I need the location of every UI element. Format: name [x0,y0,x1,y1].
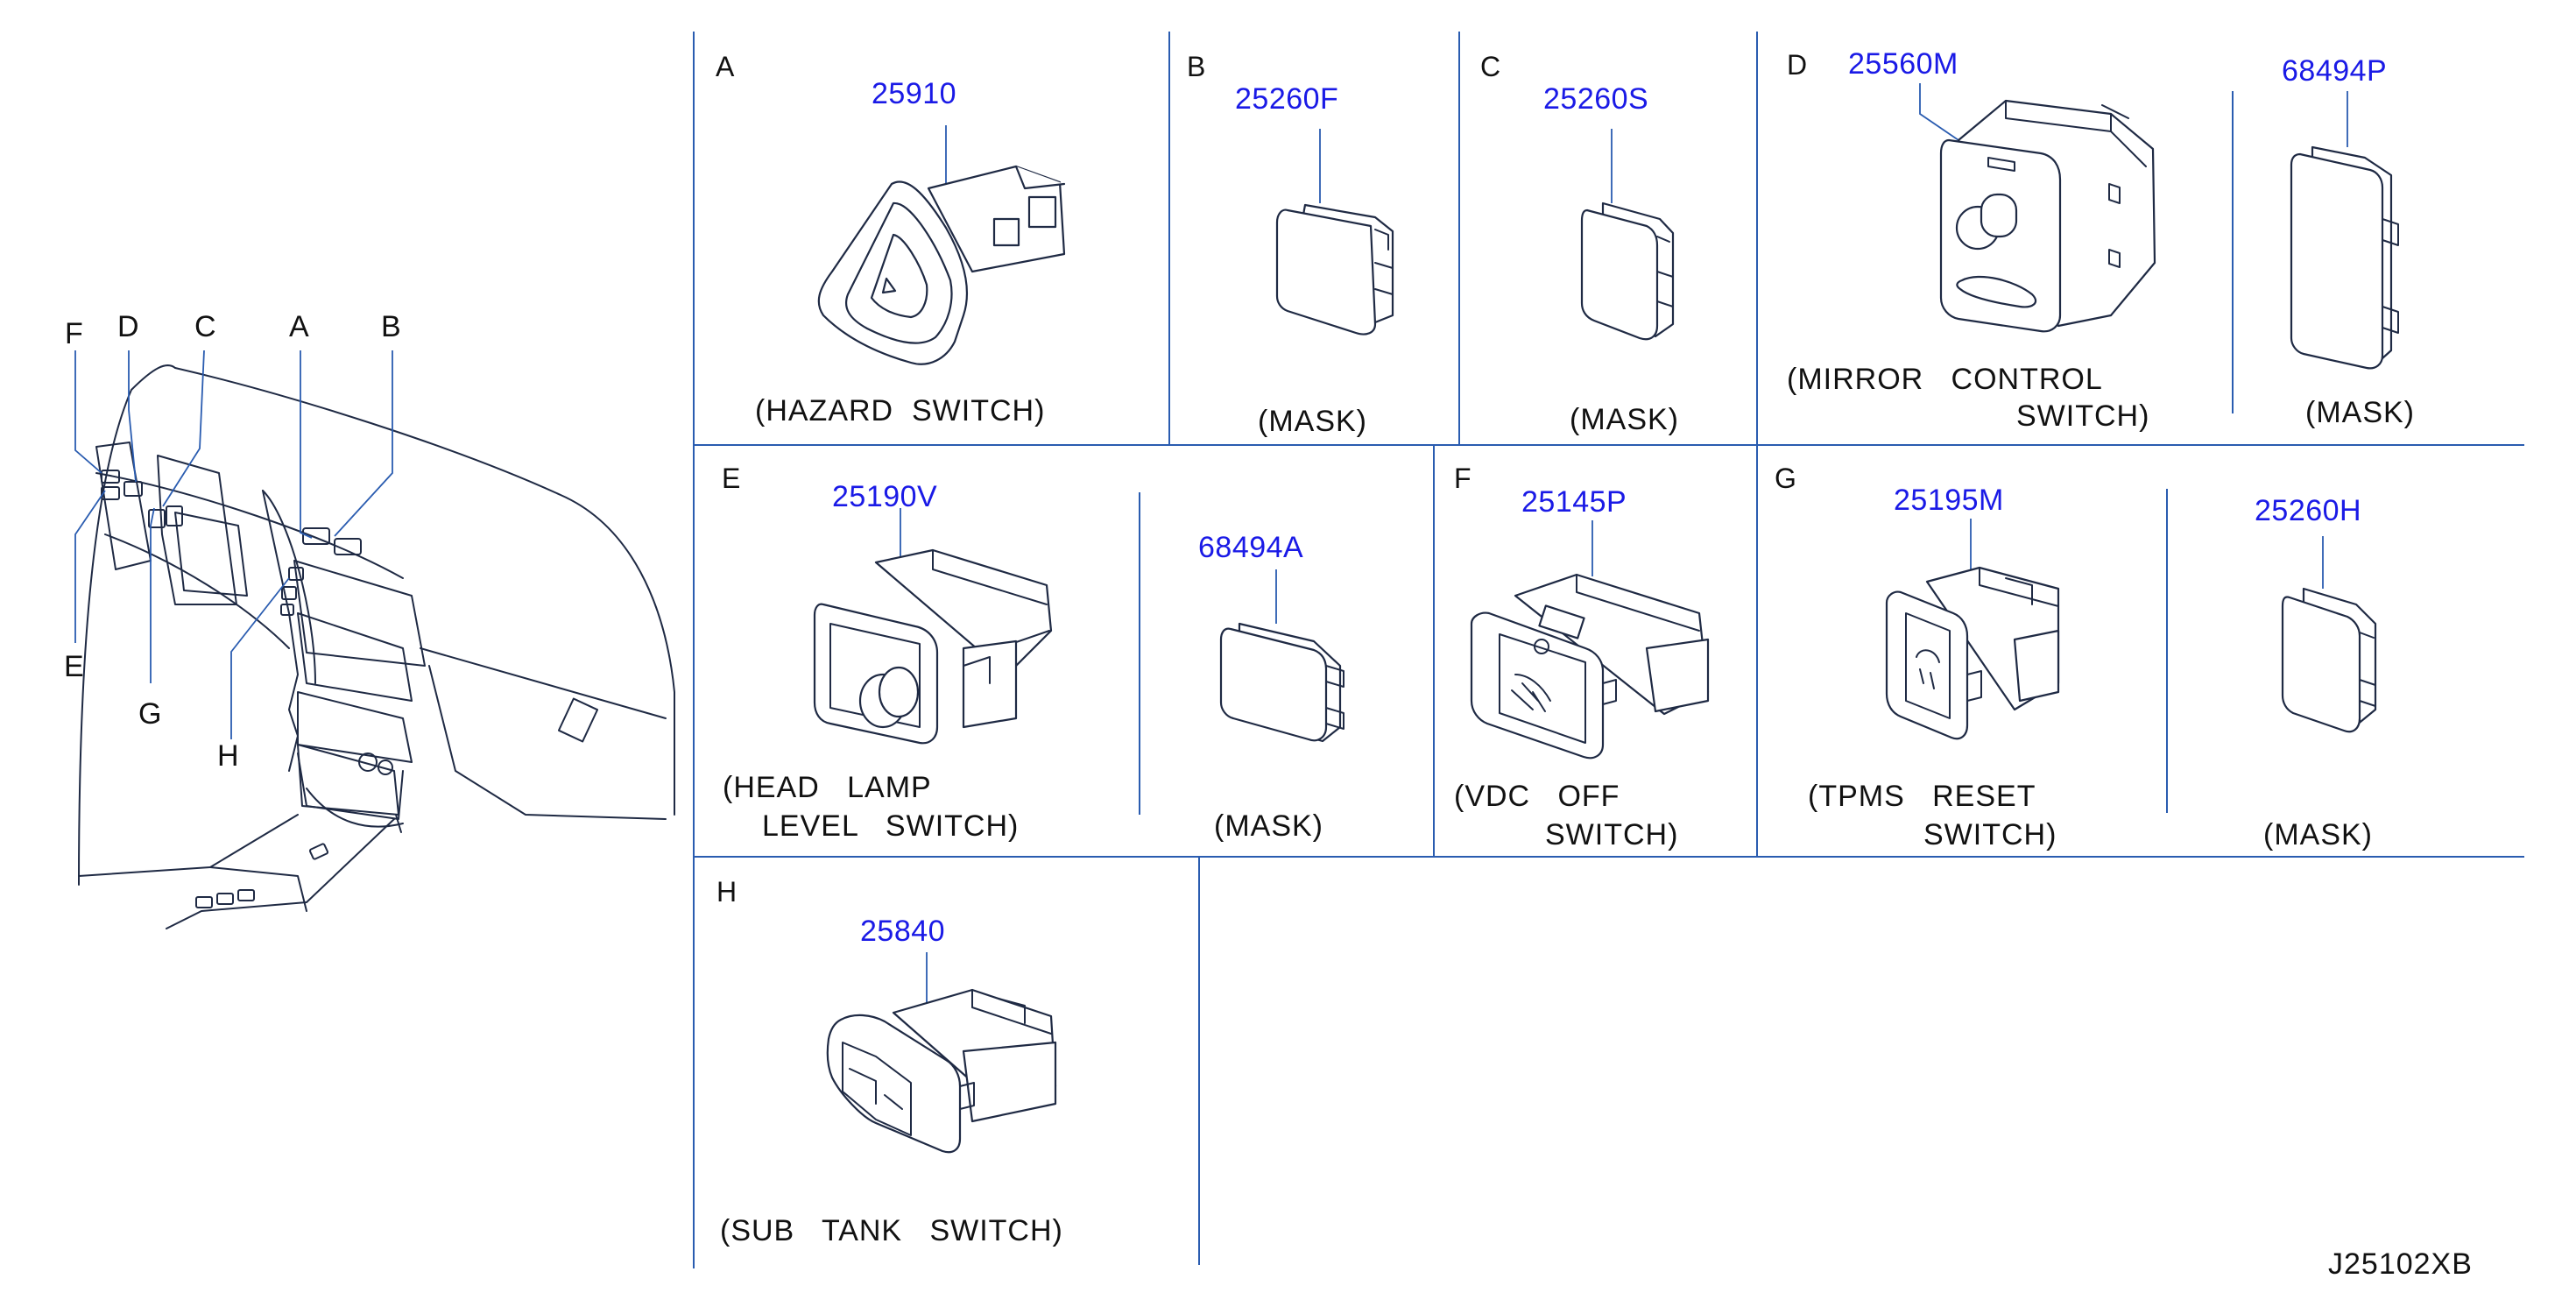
part-number-68494a: 68494A [1198,531,1304,564]
section-letter-e: E [722,463,741,494]
callout-e: E [64,650,85,683]
section-letter-h: H [716,876,738,908]
part-number-25190v: 25190V [832,480,938,513]
desc-mask-68494p: (MASK) [2305,396,2415,429]
desc-mask-25260h: (MASK) [2263,818,2373,851]
desc-tpms-reset-line2: SWITCH) [1923,818,2057,851]
part-number-25910: 25910 [872,77,957,110]
part-number-25195m: 25195M [1894,484,2004,517]
vdc-off-switch-drawing [1470,520,1710,760]
sub-tank-switch-drawing [826,952,1057,1154]
desc-tpms-reset-line1: (TPMS RESET [1808,780,2036,813]
tpms-reset-switch-drawing [1885,519,2060,740]
callout-a: A [289,310,310,343]
desc-mask-68494a: (MASK) [1214,809,1323,843]
desc-head-lamp-line2: LEVEL SWITCH) [762,809,1020,843]
desc-vdc-off-line2: SWITCH) [1545,818,1679,851]
diagram-code: J25102XB [2328,1247,2473,1281]
part-number-25560m: 25560M [1848,47,1958,81]
hazard-switch-drawing [817,125,1066,365]
callout-h: H [217,739,240,773]
section-letter-b: B [1187,51,1206,82]
mask-25260h-drawing [2281,536,2377,733]
desc-mask-25260s: (MASK) [1570,403,1679,436]
part-number-25260s: 25260S [1543,82,1649,116]
section-letter-f: F [1454,463,1471,494]
part-number-25840: 25840 [860,915,946,948]
callout-b: B [381,310,402,343]
desc-head-lamp-line1: (HEAD LAMP [723,771,932,804]
callout-g: G [138,697,163,731]
desc-mirror-control-line1: (MIRROR CONTROL [1787,363,2103,396]
mask-68494p-drawing [2290,91,2399,370]
desc-sub-tank-switch: (SUB TANK SWITCH) [720,1214,1063,1247]
section-letter-c: C [1480,51,1501,82]
section-letter-g: G [1775,463,1796,494]
section-letter-a: A [716,51,735,82]
desc-mirror-control-line2: SWITCH) [2016,399,2150,433]
desc-mask-25260f: (MASK) [1258,405,1367,438]
mask-25260f-drawing [1275,129,1394,336]
section-letter-d: D [1787,49,1808,81]
callout-c: C [194,310,217,343]
desc-hazard-switch: (HAZARD SWITCH) [755,394,1046,427]
desc-vdc-off-line1: (VDC OFF [1454,780,1620,813]
callout-f: F [65,317,84,350]
part-number-25260f: 25260F [1235,82,1339,116]
section-grid [693,32,2524,1268]
mirror-control-switch-drawing [1919,83,2156,333]
head-lamp-level-switch-drawing [813,508,1053,745]
part-number-68494p: 68494P [2282,54,2388,88]
mask-25260s-drawing [1580,129,1675,341]
part-number-25260h: 25260H [2255,494,2362,527]
part-number-25145p: 25145P [1521,485,1627,519]
mask-68494a-drawing [1219,569,1344,743]
dashboard-leaders [74,350,393,739]
dashboard-overview-drawing [78,364,675,929]
callout-d: D [117,310,140,343]
